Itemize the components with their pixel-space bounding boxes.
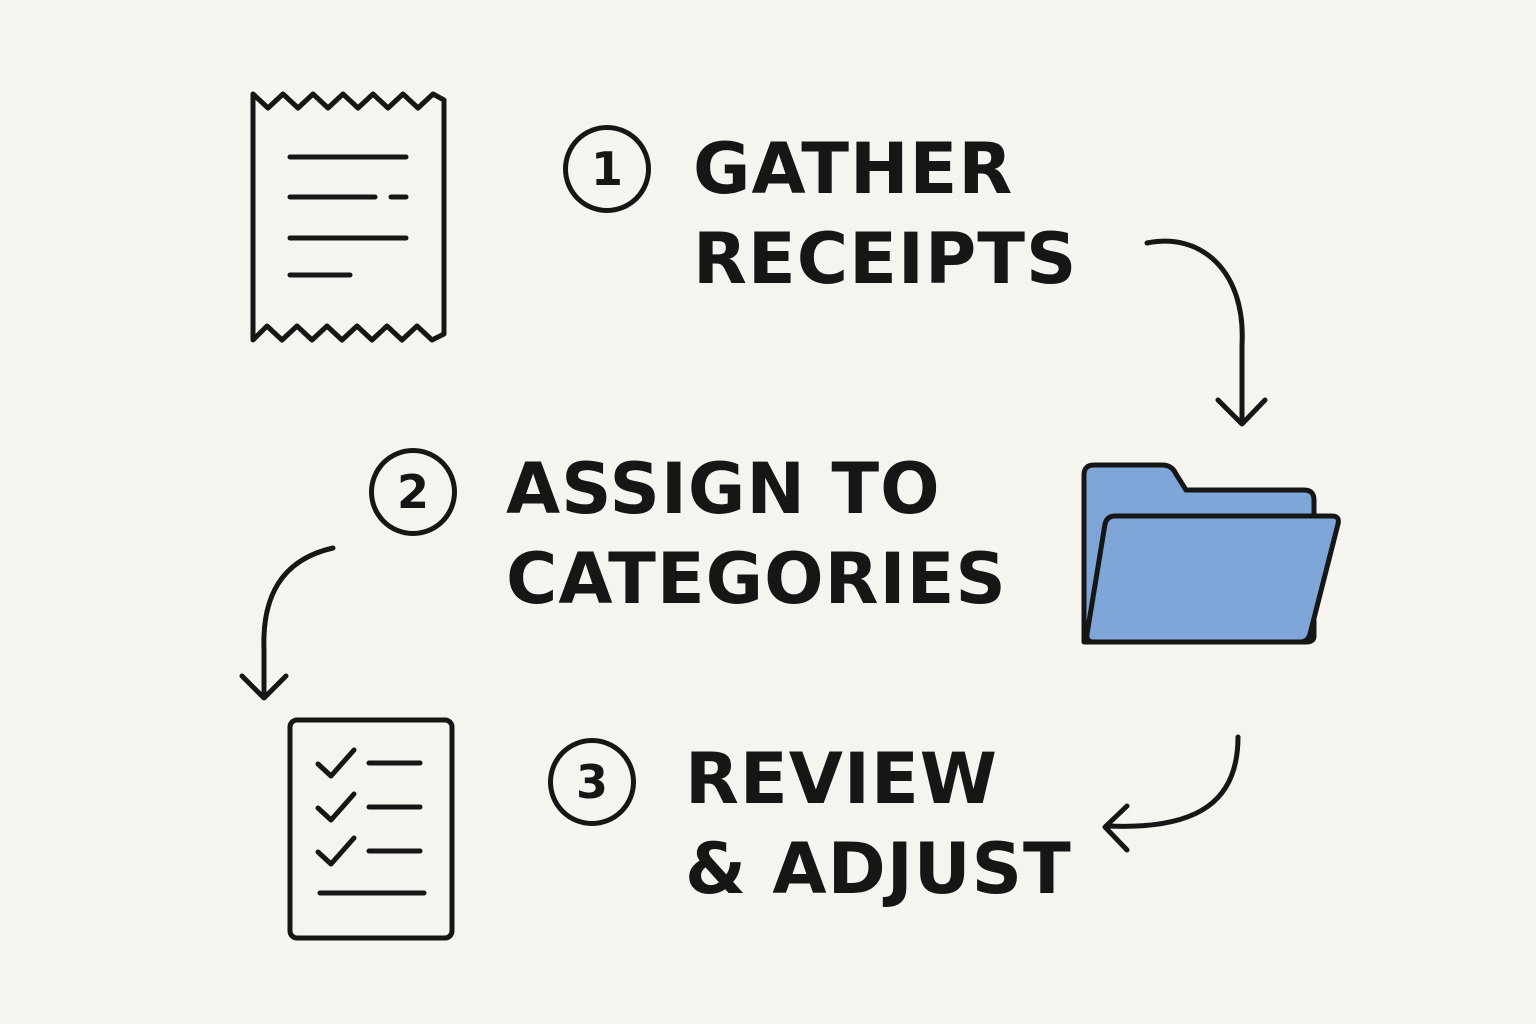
step-1-line-1: GATHER [693,128,1014,210]
arrow-gather-to-folder [1144,238,1268,427]
checklist-icon [287,717,455,941]
step-3-line-1: REVIEW [685,738,998,820]
step-3-badge: 3 [548,738,636,826]
step-3-line-2: & ADJUST [685,828,1072,910]
step-2-line-1: ASSIGN TO [506,448,941,530]
step-3-label: REVIEW & ADJUST [685,734,1072,914]
step-1-line-2: RECEIPTS [693,218,1078,300]
step-2-label: ASSIGN TO CATEGORIES [506,444,1007,624]
step-1-label: GATHER RECEIPTS [693,124,1077,304]
arrow-assign-to-checklist [239,545,336,701]
arrow-folder-to-review [1102,734,1241,853]
folder-icon [1081,462,1341,645]
step-2-badge: 2 [369,448,457,536]
step-2-line-2: CATEGORIES [506,538,1007,620]
step-1-badge: 1 [563,125,651,213]
receipt-icon [250,91,447,343]
